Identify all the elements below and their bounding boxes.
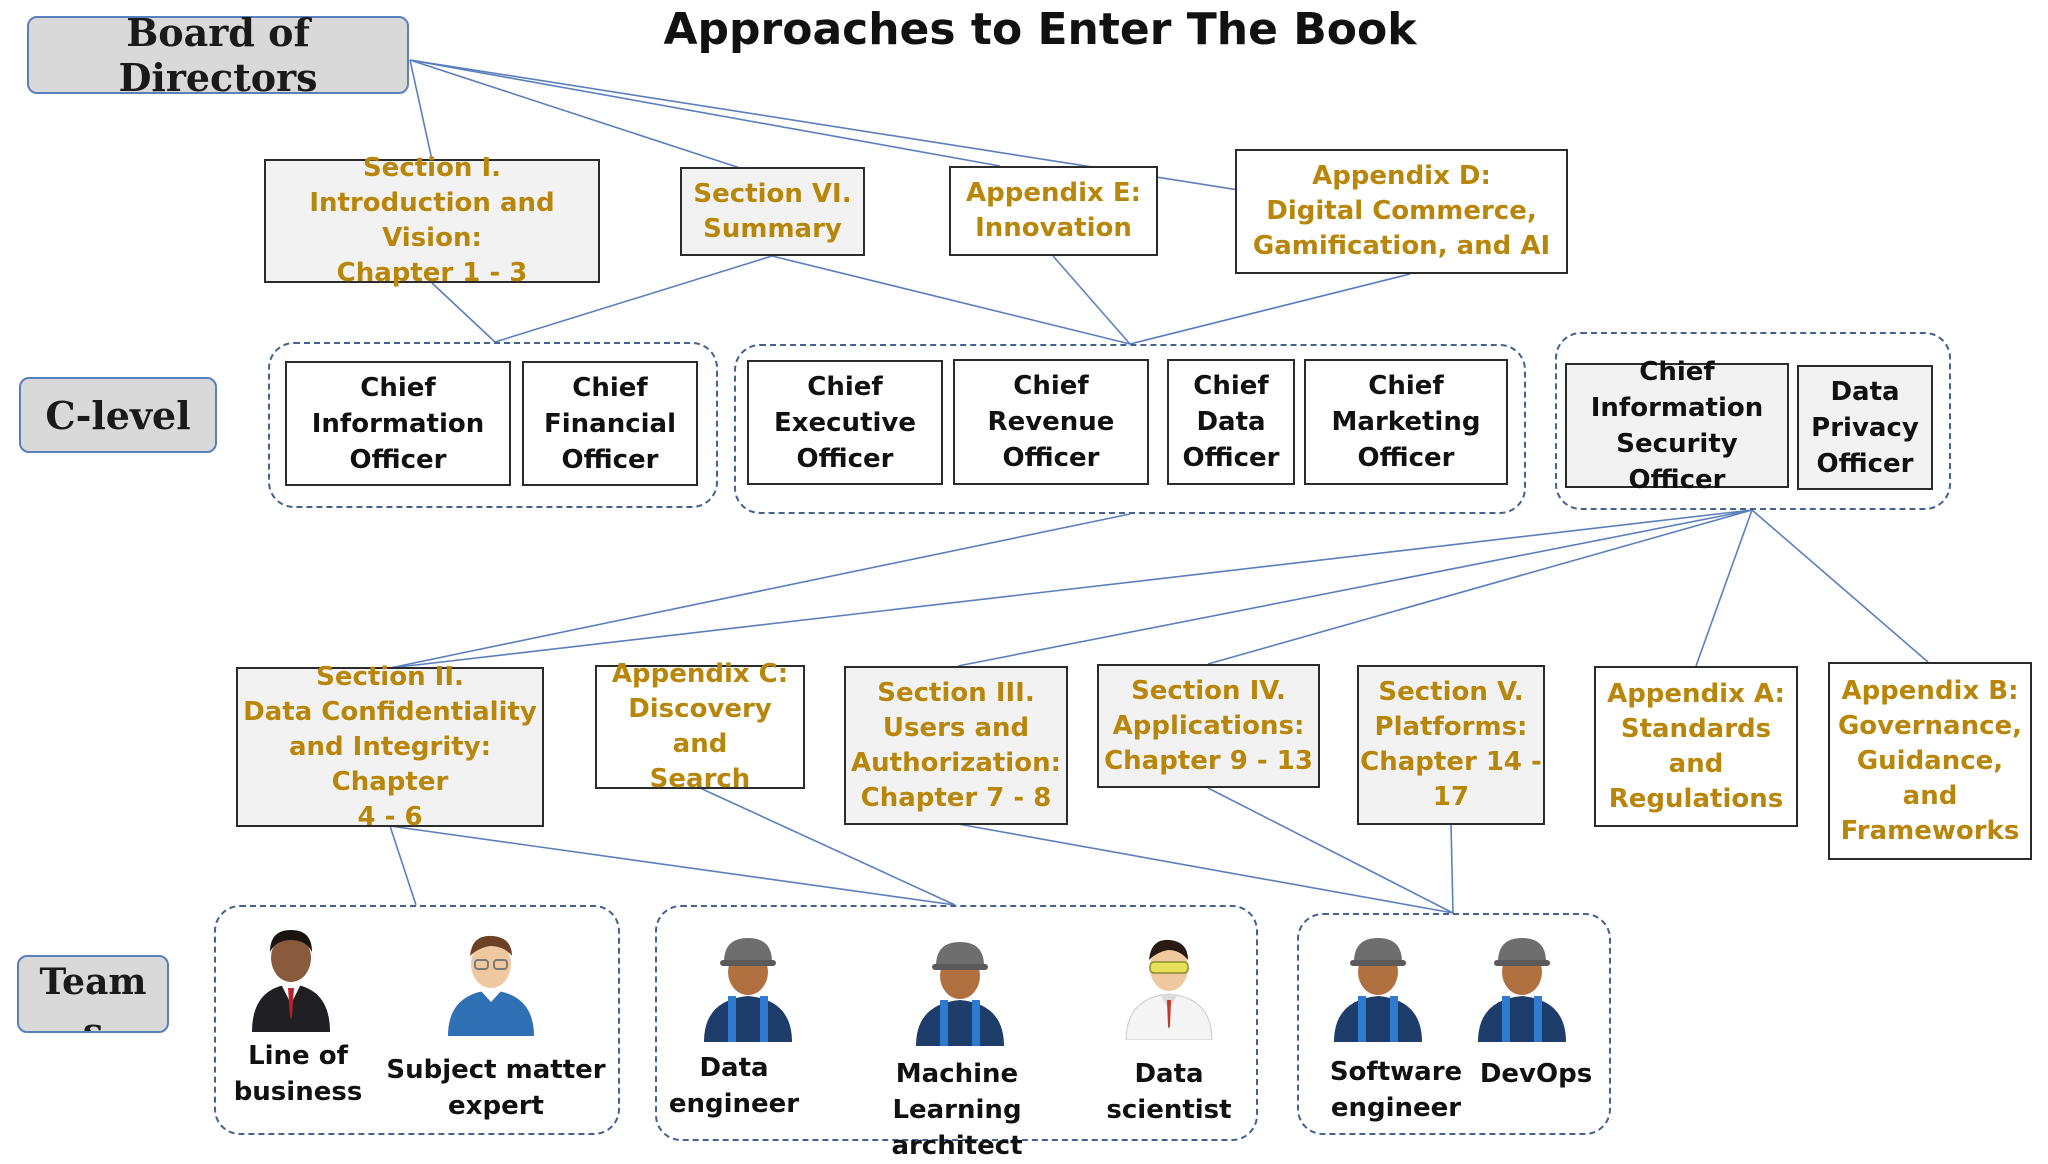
level-c-level: C-level: [19, 377, 217, 453]
appendix-e-innovation: Appendix E: Innovation: [949, 166, 1158, 256]
level-board-label: Board of Directors: [118, 10, 318, 100]
appendix-d-digital-commerce: Appendix D: Digital Commerce, Gamificati…: [1235, 149, 1568, 274]
hardhat-worker-icon: [1478, 938, 1566, 1042]
team-group-engineering: [1297, 913, 1611, 1135]
role-chief-executive-officer: Chief Executive Officer: [747, 360, 943, 485]
section-5-platforms: Section V. Platforms: Chapter 14 - 17: [1357, 665, 1545, 825]
section-1-introduction: Section I. Introduction and Vision: Chap…: [264, 153, 600, 288]
expert-icon: [448, 935, 534, 1036]
c-level-group-3: [1555, 332, 1951, 510]
team-member-devops: DevOps: [1479, 1059, 1593, 1089]
hardhat-worker-icon: [704, 938, 792, 1042]
team-group-business: [214, 905, 620, 1135]
level-board-of-directors: Board of Directors: [27, 10, 409, 100]
team-member-data-scientist: Data scientist: [1106, 1059, 1232, 1125]
team-group-data: [655, 905, 1258, 1141]
diagram-title: Approaches to Enter The Book: [663, 4, 1417, 55]
businessman-icon: [252, 930, 330, 1032]
appendix-a-standards: Appendix A: Standards and Regulations: [1594, 666, 1798, 827]
appendix-c-discovery: Appendix C: Discovery and Search: [595, 659, 805, 794]
team-member-line-of-business: Line of business: [233, 1041, 363, 1107]
role-chief-information-officer: Chief Information Officer: [285, 361, 511, 486]
hardhat-worker-icon: [916, 942, 1004, 1046]
c-level-group-1: [268, 342, 718, 508]
level-teams-label: Team s: [39, 961, 147, 1033]
section-3-users-authorization: Section III. Users and Authorization: Ch…: [844, 666, 1068, 825]
section-6-summary: Section VI. Summary: [680, 167, 865, 256]
c-level-group-2: [734, 344, 1526, 514]
role-chief-marketing-officer: Chief Marketing Officer: [1304, 359, 1508, 485]
hardhat-worker-icon: [1334, 938, 1422, 1042]
level-teams: Team s: [17, 955, 169, 1033]
appendix-b-governance: Appendix B: Governance, Guidance, and Fr…: [1828, 662, 2032, 860]
team-member-data-engineer: Data engineer: [668, 1053, 800, 1119]
section-2-data-confidentiality: Section II. Data Confidentiality and Int…: [236, 662, 544, 832]
role-data-privacy-officer: Data Privacy Officer: [1797, 365, 1933, 490]
scientist-icon: [1125, 939, 1213, 1040]
team-member-subject-matter-expert: Subject matter expert: [386, 1055, 606, 1121]
team-member-software-engineer: Software engineer: [1329, 1057, 1463, 1123]
role-chief-revenue-officer: Chief Revenue Officer: [953, 359, 1149, 485]
section-4-applications: Section IV. Applications: Chapter 9 - 13: [1097, 664, 1320, 788]
level-c-level-label: C-level: [45, 392, 191, 438]
role-chief-financial-officer: Chief Financial Officer: [522, 361, 698, 486]
role-chief-information-security-officer: Chief Information Security Officer: [1565, 357, 1789, 495]
role-chief-data-officer: Chief Data Officer: [1167, 359, 1295, 485]
team-member-ml-architect: Machine Learning architect: [891, 1059, 1023, 1161]
